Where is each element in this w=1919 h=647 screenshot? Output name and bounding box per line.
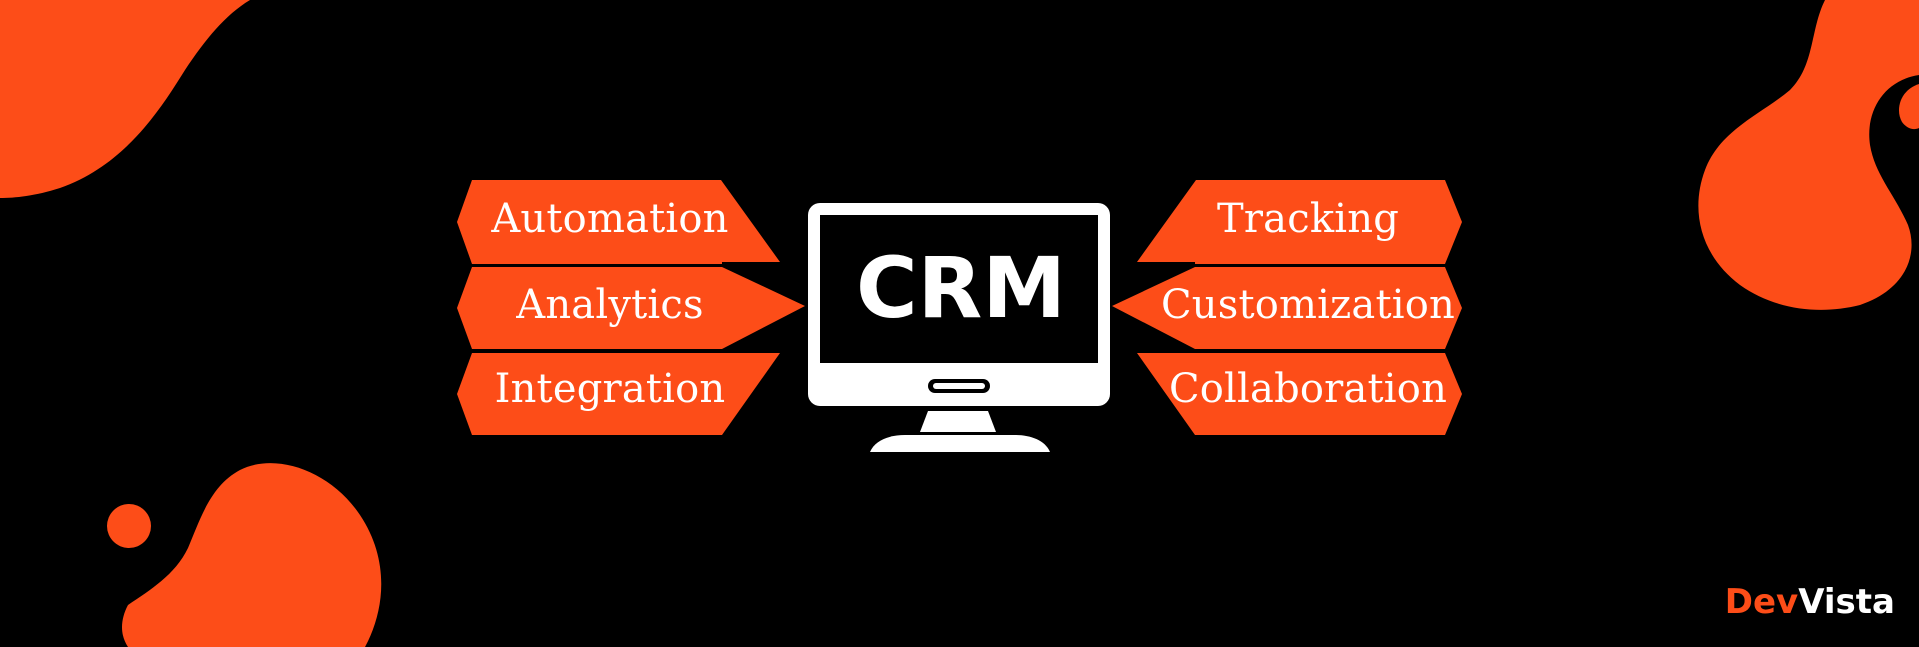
blob-right-edge (1898, 84, 1919, 130)
feature-label-customization: Customization (1161, 282, 1455, 328)
feature-box-collaboration (1137, 353, 1462, 435)
left-features: Automation Analytics Integration (457, 180, 805, 435)
feature-box-automation (457, 180, 780, 264)
feature-box-integration (457, 353, 780, 435)
blob-bottom-left (122, 463, 382, 647)
brand-text: DevVista (1725, 582, 1895, 622)
brand-part-dev: Dev (1725, 582, 1798, 622)
monitor-screen (820, 215, 1098, 363)
feature-box-customization (1112, 267, 1462, 349)
feature-label-analytics: Analytics (515, 282, 703, 328)
brand-logo: DevVista (1725, 582, 1895, 622)
blob-top-right (1698, 0, 1919, 310)
monitor-stand (920, 411, 996, 432)
feature-label-automation: Automation (490, 196, 728, 242)
feature-label-integration: Integration (495, 366, 726, 412)
right-features: Tracking Customization Collaboration (1112, 180, 1462, 435)
feature-label-collaboration: Collaboration (1169, 366, 1447, 412)
feature-box-tracking (1137, 180, 1462, 264)
dot-bottom-left (107, 504, 151, 548)
computer-monitor-icon: CRM (808, 203, 1110, 452)
connector-left-bottom (455, 306, 809, 352)
connector-right-bottom (1109, 306, 1465, 352)
feature-label-tracking: Tracking (1217, 196, 1399, 242)
center-label: CRM (856, 239, 1066, 337)
blob-top-left (0, 0, 250, 198)
feature-box-analytics (457, 267, 805, 349)
brand-part-vista: Vista (1798, 582, 1895, 622)
monitor-button-inner (933, 383, 985, 389)
monitor-base (870, 435, 1050, 452)
